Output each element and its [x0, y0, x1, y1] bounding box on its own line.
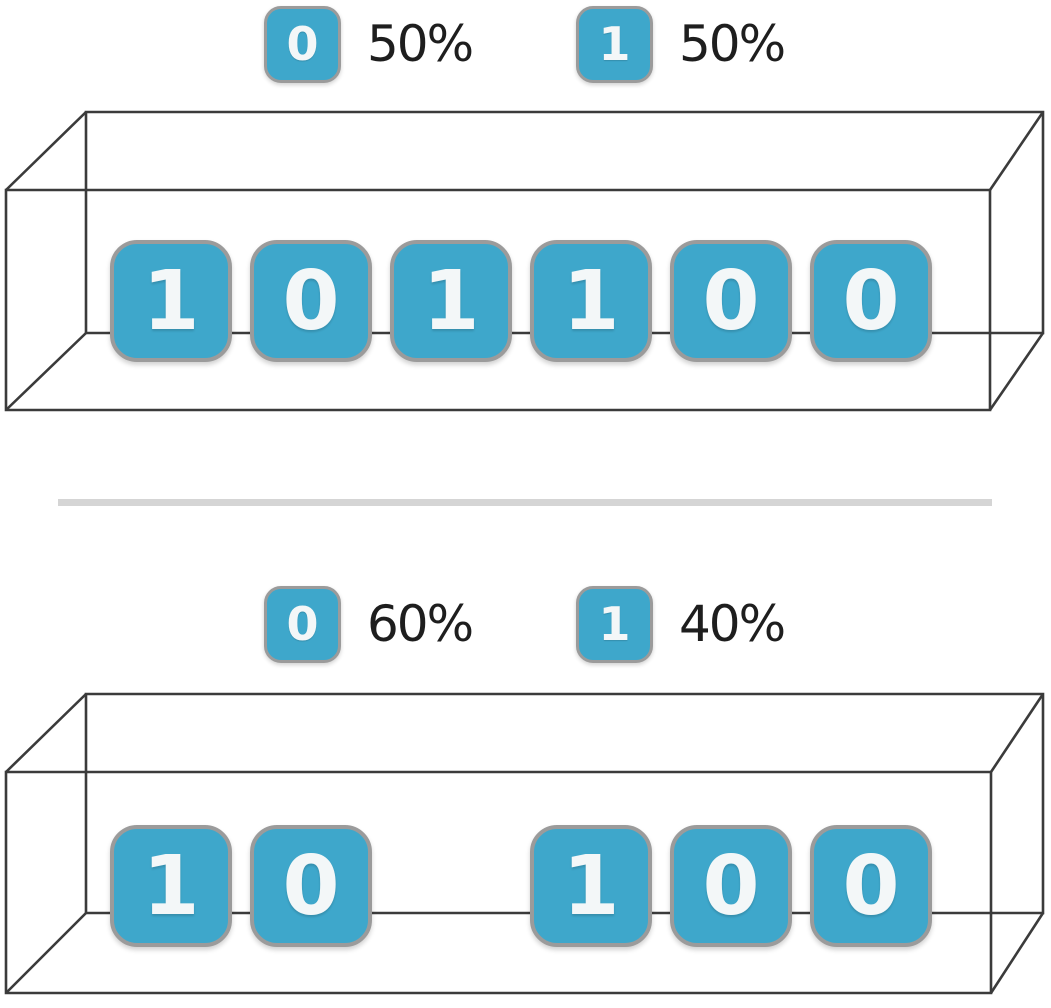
legend-bit-tile: 1 — [576, 5, 653, 83]
bottom-legend-item-0: 0 60% — [264, 585, 474, 663]
legend-percentage-label: 40% — [679, 595, 786, 653]
legend-percentage-label: 50% — [367, 15, 474, 73]
bottom-legend-item-1: 1 40% — [576, 585, 786, 663]
bit-tile: 0 — [810, 240, 932, 362]
legend-percentage-label: 50% — [679, 15, 786, 73]
legend-bit-tile: 0 — [264, 5, 341, 83]
top-cuboid-wireframe — [4, 110, 1045, 412]
bit-tile: 0 — [250, 825, 372, 947]
bit-tile: 0 — [670, 825, 792, 947]
legend-bit-tile: 1 — [576, 585, 653, 663]
section-divider — [58, 499, 992, 506]
bottom-cuboid-wireframe — [4, 692, 1045, 995]
legend-percentage-label: 60% — [367, 595, 474, 653]
legend-bit-tile: 0 — [264, 585, 341, 663]
top-legend-item-0: 0 50% — [264, 5, 474, 83]
bit-tile: 1 — [110, 240, 232, 362]
bit-tile: 0 — [670, 240, 792, 362]
bit-tile: 1 — [390, 240, 512, 362]
bit-tile: 0 — [810, 825, 932, 947]
bit-tile: 0 — [250, 240, 372, 362]
bit-tile: 1 — [530, 240, 652, 362]
bit-tile: 1 — [110, 825, 232, 947]
top-legend-item-1: 1 50% — [576, 5, 786, 83]
bit-tile: 1 — [530, 825, 652, 947]
